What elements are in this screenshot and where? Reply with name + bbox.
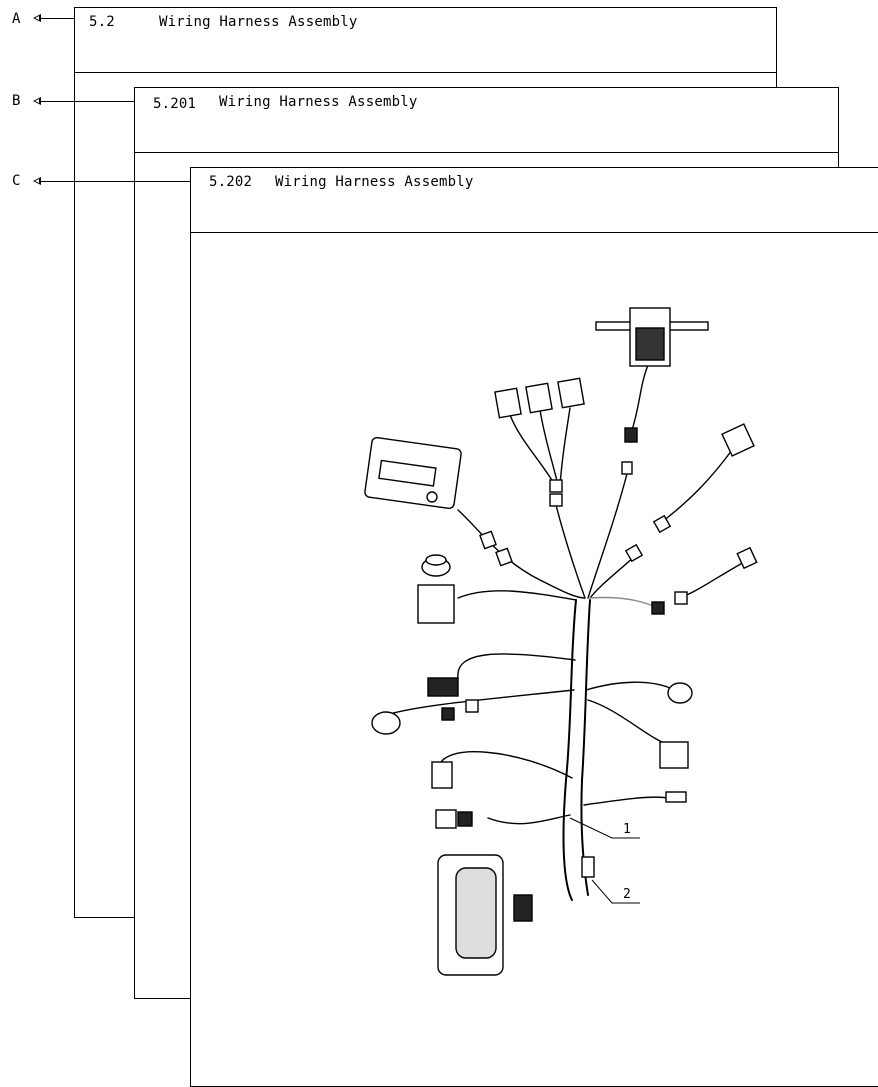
solenoid bbox=[427, 677, 459, 697]
key-switch-cable bbox=[679, 559, 749, 599]
microswitch-2 bbox=[525, 382, 553, 414]
horn-connector-1 bbox=[441, 707, 455, 721]
hand-controller-connector bbox=[513, 894, 533, 922]
switch-cable-2 bbox=[539, 409, 559, 486]
controller-board bbox=[635, 327, 665, 361]
right-microswitch bbox=[721, 423, 755, 457]
section-a-title[interactable]: Wiring Harness Assembly bbox=[159, 14, 358, 30]
section-c-sheet: 5.202 Wiring Harness Assembly bbox=[190, 167, 878, 1087]
display-cable bbox=[457, 509, 586, 599]
callout-2-number: 2 bbox=[623, 887, 631, 902]
right-short-cable bbox=[589, 554, 637, 599]
section-c-header: 5.202 Wiring Harness Assembly bbox=[191, 168, 878, 233]
battery-display-screen bbox=[378, 459, 437, 487]
connector-c9 bbox=[651, 601, 665, 615]
connector-c3 bbox=[549, 479, 563, 493]
callout-1-leader bbox=[569, 817, 640, 839]
trunk-clip bbox=[581, 856, 595, 878]
horn-connector-2 bbox=[465, 699, 479, 713]
small-connector bbox=[665, 791, 687, 803]
controller-cable bbox=[631, 364, 649, 431]
section-b-arrow-icon bbox=[33, 97, 41, 105]
relay-cable bbox=[587, 699, 671, 746]
connector-c6 bbox=[495, 547, 513, 567]
solenoid-cable bbox=[457, 653, 576, 679]
horn-cable bbox=[385, 689, 575, 716]
section-c-letter: C bbox=[12, 173, 21, 189]
display-button bbox=[426, 491, 438, 503]
tilt-sensor bbox=[431, 761, 453, 789]
section-a-header: 5.2 Wiring Harness Assembly bbox=[75, 8, 776, 73]
key-switch bbox=[736, 546, 758, 570]
section-c-title[interactable]: Wiring Harness Assembly bbox=[275, 174, 474, 190]
connector-c8 bbox=[652, 514, 672, 534]
light-cable bbox=[589, 596, 659, 609]
section-b-letter: B bbox=[12, 93, 21, 109]
section-c-arrow-icon bbox=[33, 177, 41, 185]
relay bbox=[659, 741, 689, 769]
connector-c2 bbox=[621, 461, 633, 475]
switch-cable-3 bbox=[559, 407, 571, 486]
section-b-header: 5.201 Wiring Harness Assembly bbox=[135, 88, 838, 153]
harness-trunk bbox=[562, 599, 577, 901]
section-a-number: 5.2 bbox=[89, 14, 115, 30]
charge-plug bbox=[435, 809, 457, 829]
estop-cable bbox=[457, 590, 577, 601]
connector-c1 bbox=[624, 427, 638, 443]
section-a-leader-line bbox=[40, 18, 84, 19]
estop-base bbox=[417, 584, 455, 624]
right-switch-cable bbox=[661, 449, 733, 523]
connector-c5 bbox=[479, 530, 497, 550]
section-b-number: 5.201 bbox=[153, 96, 197, 112]
upper-center-cable bbox=[587, 469, 629, 599]
callout-1-number: 1 bbox=[623, 822, 631, 837]
microswitch-1 bbox=[494, 387, 522, 419]
buzzer-cable bbox=[585, 681, 671, 691]
horn bbox=[371, 711, 401, 735]
harness-trunk-edge bbox=[580, 599, 591, 896]
connector-cable bbox=[583, 796, 669, 806]
section-a-letter: A bbox=[12, 11, 21, 27]
plug-cable bbox=[487, 814, 571, 825]
section-b-leader-line bbox=[40, 101, 144, 102]
connector-c7 bbox=[624, 543, 644, 563]
switch-bundle-lower bbox=[555, 504, 586, 599]
callout-2-leader bbox=[591, 879, 640, 904]
section-c-number: 5.202 bbox=[209, 174, 253, 190]
hand-controller-face bbox=[455, 867, 497, 959]
section-c-leader-line bbox=[40, 181, 202, 182]
plug-connector bbox=[457, 811, 473, 827]
section-a-arrow-icon bbox=[33, 14, 41, 22]
buzzer bbox=[667, 682, 693, 704]
microswitch-3 bbox=[557, 377, 585, 409]
estop-cap bbox=[425, 554, 447, 566]
connector-c10 bbox=[674, 591, 688, 605]
sensor-cable bbox=[437, 751, 573, 779]
switch-cable-1 bbox=[509, 414, 556, 486]
connector-c4 bbox=[549, 493, 563, 507]
section-b-title[interactable]: Wiring Harness Assembly bbox=[219, 94, 418, 110]
